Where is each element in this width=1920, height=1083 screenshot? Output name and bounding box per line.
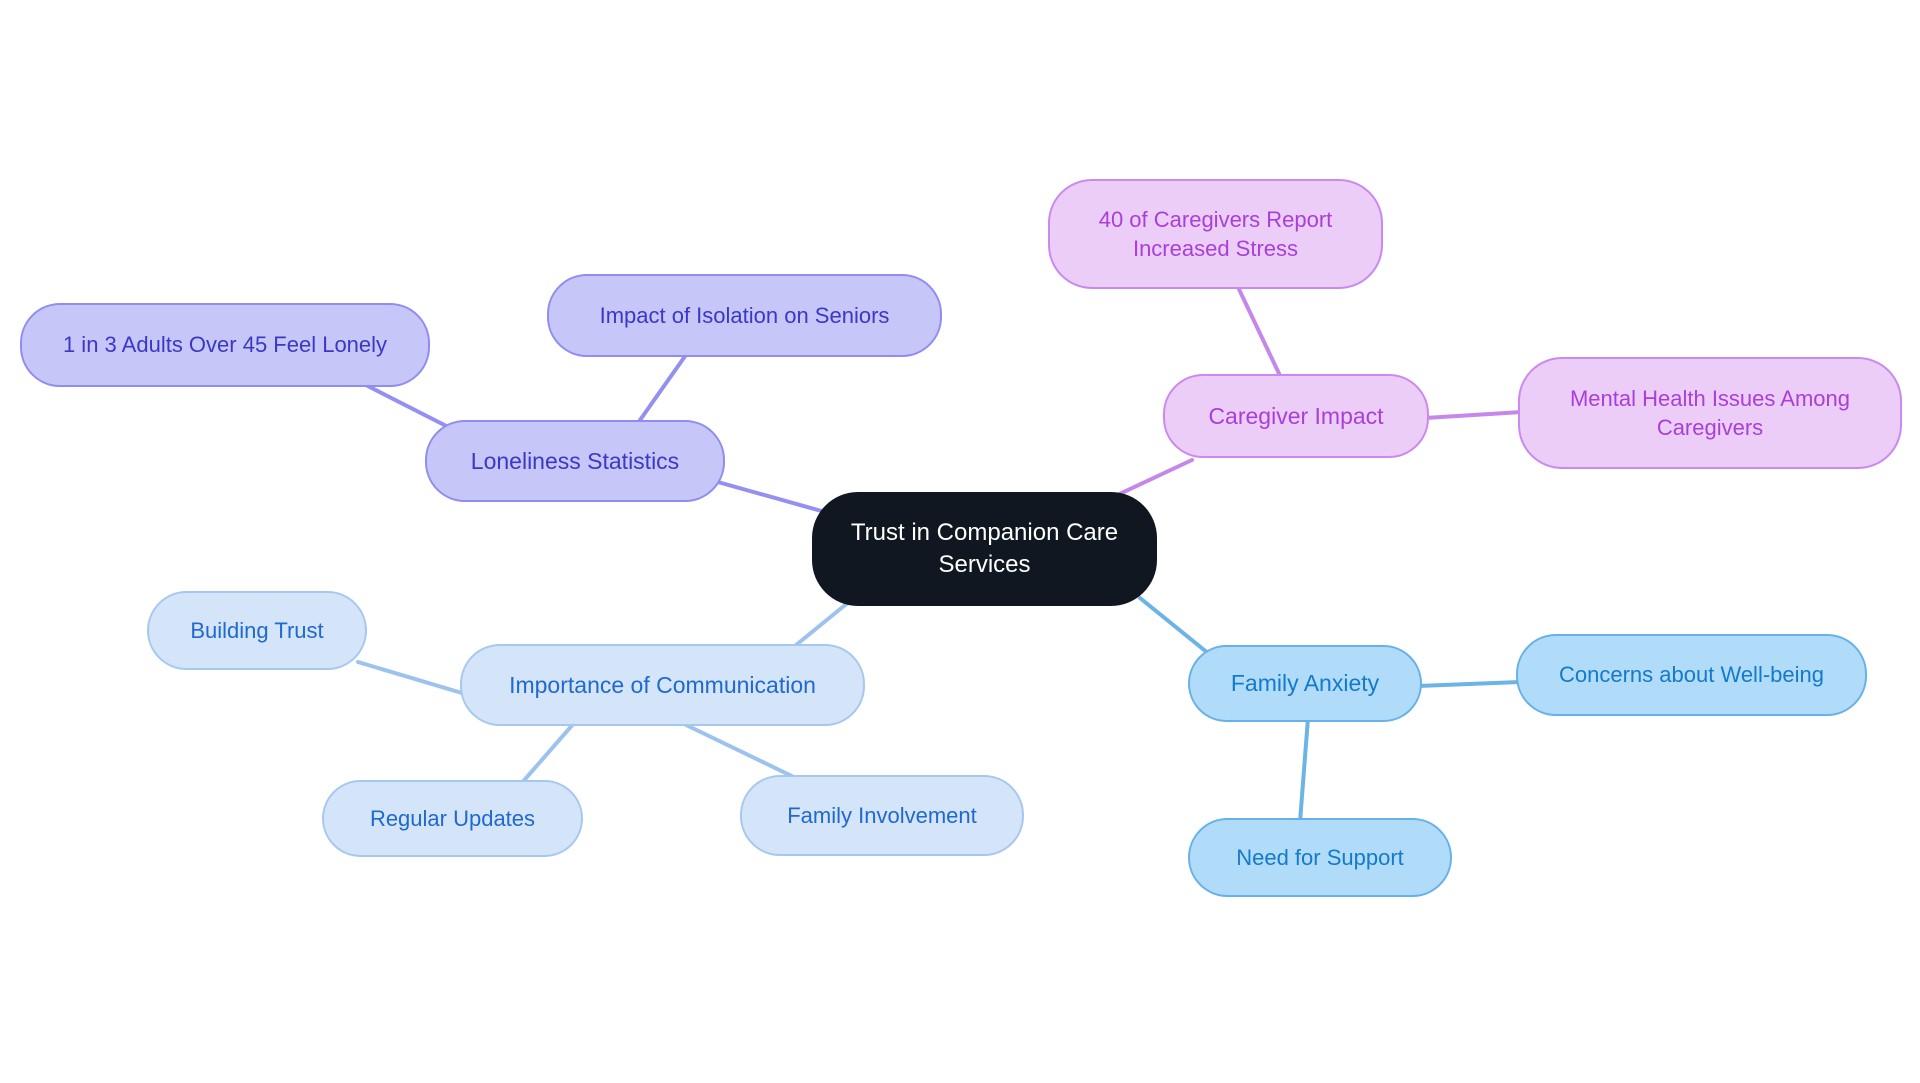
edge-comm-c1	[518, 720, 577, 787]
node-caregivers-increased-stress[interactable]: 40 of Caregivers Report Increased Stress	[1048, 179, 1383, 289]
node-concerns-about-wellbeing[interactable]: Concerns about Well-being	[1516, 634, 1867, 716]
node-label: Building Trust	[190, 617, 324, 643]
node-need-for-support[interactable]: Need for Support	[1188, 818, 1452, 897]
node-label: Trust in Companion Care Services	[850, 519, 1119, 578]
node-label: Need for Support	[1236, 844, 1404, 870]
node-label: Concerns about Well-being	[1559, 662, 1824, 688]
node-building-trust[interactable]: Building Trust	[147, 591, 367, 670]
edge-communication-center	[788, 599, 852, 652]
node-label: Loneliness Statistics	[470, 447, 680, 474]
node-label: Impact of Isolation on Seniors	[599, 302, 890, 328]
edge-caregiver-c0	[1235, 283, 1285, 384]
node-mental-health-issues[interactable]: Mental Health Issues Among Caregivers	[1518, 357, 1902, 469]
node-family-involvement[interactable]: Family Involvement	[740, 775, 1024, 856]
node-label: Family Involvement	[787, 802, 977, 828]
edge-family-c1	[1298, 716, 1310, 824]
edge-family-center	[1138, 596, 1216, 660]
node-center-topic[interactable]: Trust in Companion Care Services	[812, 492, 1157, 606]
node-1-in-3-adults-lonely[interactable]: 1 in 3 Adults Over 45 Feel Lonely	[20, 303, 430, 387]
node-impact-of-isolation[interactable]: Impact of Isolation on Seniors	[547, 274, 942, 357]
node-caregiver-impact[interactable]: Caregiver Impact	[1163, 374, 1429, 458]
node-importance-of-communication[interactable]: Importance of Communication	[460, 644, 865, 726]
edge-comm-c2	[678, 720, 802, 782]
node-regular-updates[interactable]: Regular Updates	[322, 780, 583, 857]
node-loneliness-statistics[interactable]: Loneliness Statistics	[425, 420, 725, 502]
node-label: 1 in 3 Adults Over 45 Feel Lonely	[62, 332, 388, 358]
node-label: Mental Health Issues Among Caregivers	[1569, 385, 1851, 440]
node-label: Caregiver Impact	[1208, 402, 1384, 429]
node-label: 40 of Caregivers Report Increased Stress	[1098, 206, 1333, 261]
edge-lonely-c1	[631, 350, 690, 432]
node-label: Regular Updates	[369, 805, 536, 831]
node-label: Importance of Communication	[509, 671, 816, 698]
edge-comm-c0	[356, 660, 474, 698]
edge-caregiver-c1	[1423, 410, 1524, 420]
edge-caregiver-center	[1111, 458, 1194, 499]
edge-family-c0	[1416, 680, 1522, 688]
node-label: Family Anxiety	[1230, 670, 1380, 697]
node-family-anxiety[interactable]: Family Anxiety	[1188, 645, 1422, 722]
